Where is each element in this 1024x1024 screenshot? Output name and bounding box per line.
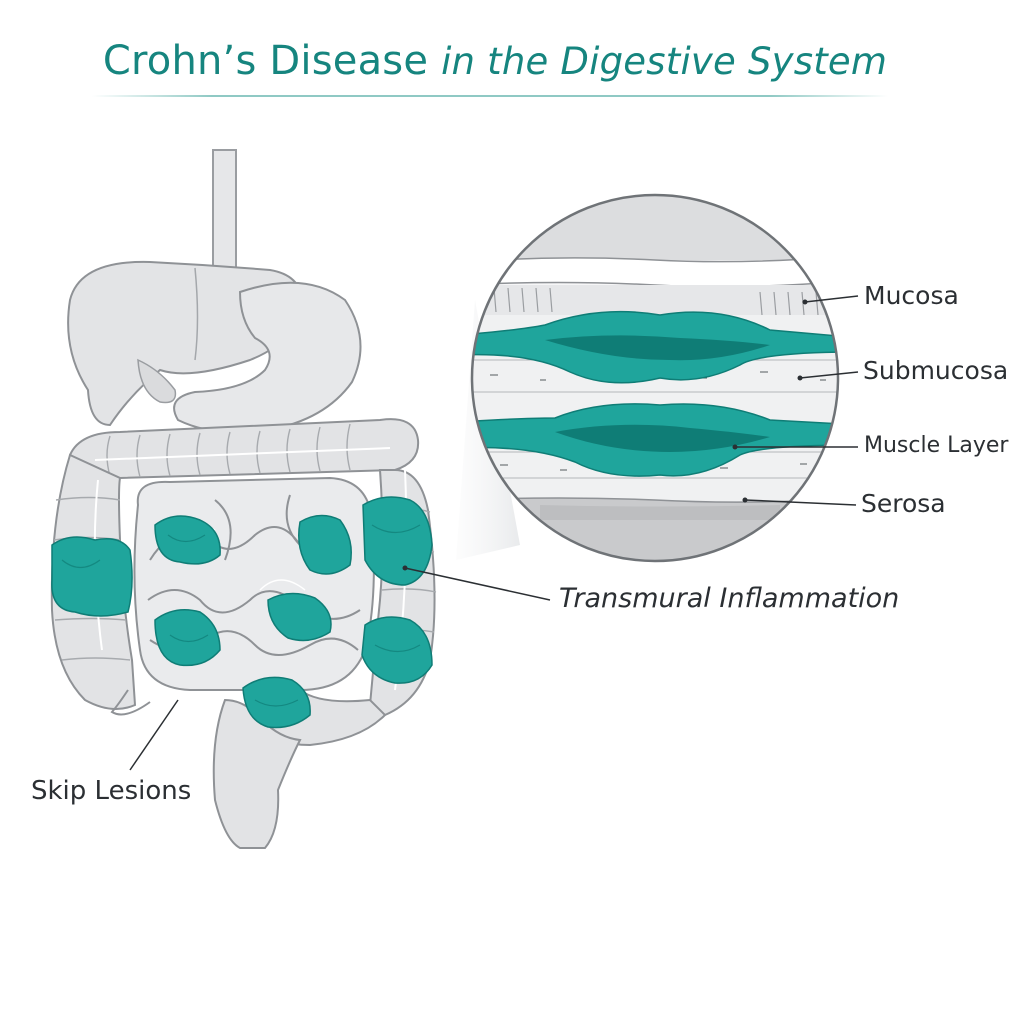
label-mucosa: Mucosa bbox=[864, 281, 959, 310]
label-submucosa: Submucosa bbox=[863, 356, 1008, 385]
lesion bbox=[52, 537, 132, 616]
label-skip-lesions: Skip Lesions bbox=[31, 776, 191, 806]
label-transmural-inflammation: Transmural Inflammation bbox=[559, 583, 899, 614]
label-serosa: Serosa bbox=[861, 489, 946, 518]
lesion bbox=[299, 515, 352, 574]
label-muscle-layer: Muscle Layer bbox=[864, 433, 1008, 458]
